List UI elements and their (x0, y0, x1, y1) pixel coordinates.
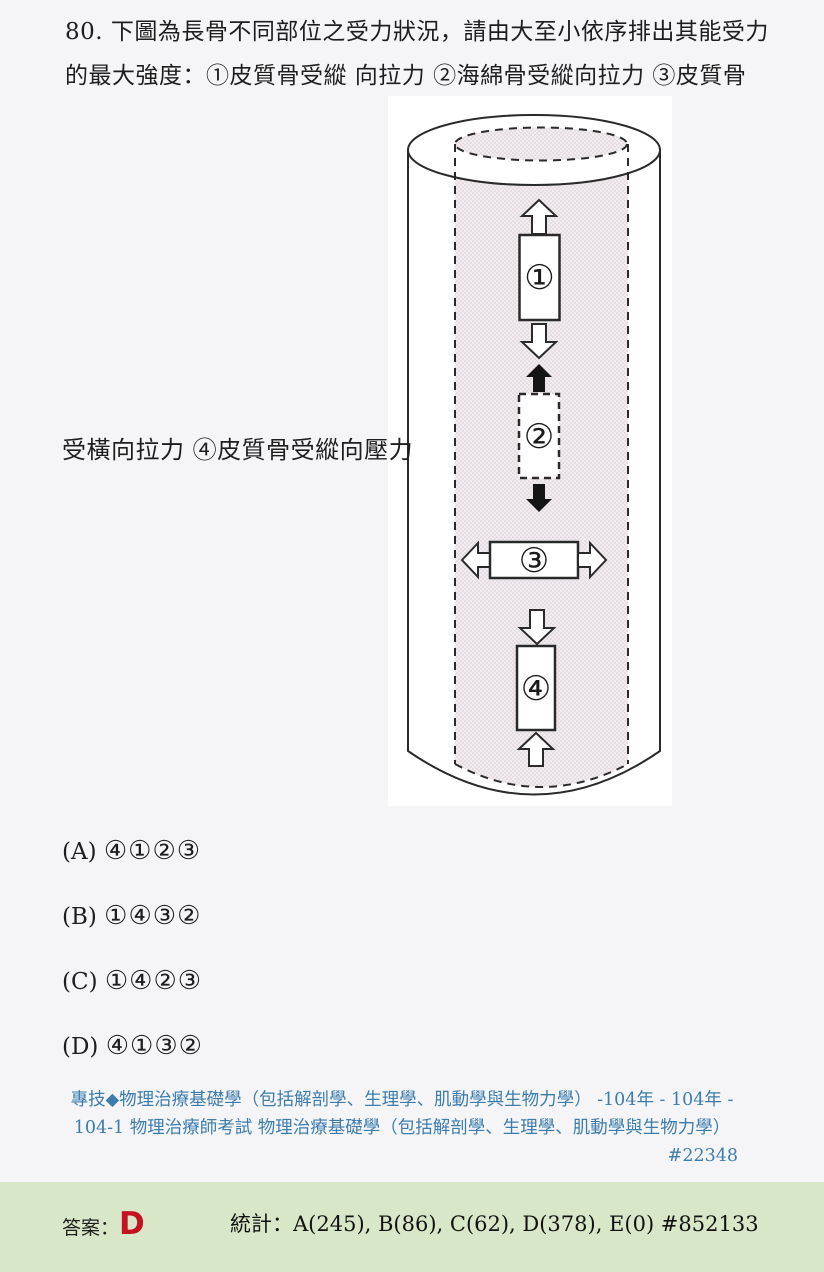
question-text-line1: 80. 下圖為長骨不同部位之受力狀況，請由大至小依序排出其能受力 (65, 19, 769, 45)
option-d-value: ④①③② (105, 1031, 203, 1061)
question-text-line2: 的最大強度：①皮質骨受縱 向拉力 ②海綿骨受縱向拉力 ③皮質骨 (65, 63, 747, 89)
option-a: (A) ④①②③ (62, 836, 201, 866)
force-site-3-label: ③ (519, 541, 549, 581)
force-site-1-box (518, 233, 561, 322)
bone-force-diagram: ① ② ③ ④ (388, 96, 672, 806)
option-b: (B) ①④③② (62, 901, 201, 931)
down-arrow-solid-icon (526, 484, 552, 512)
down-arrow-hollow-icon (517, 609, 557, 646)
option-a-key: (A) (62, 839, 104, 865)
option-a-value: ④①②③ (103, 836, 202, 866)
answer-line: 答案：D (62, 1206, 145, 1242)
option-b-value: ①④③② (104, 901, 202, 931)
citation-line1[interactable]: 專技◆物理治療基礎學（包括解剖學、生理學、肌動學與生物力學） -104年 - 1… (70, 1090, 734, 1110)
answer-label: 答案： (62, 1217, 120, 1239)
option-c-value: ①④②③ (104, 966, 203, 996)
bone-inner-dashed-ellipse (454, 126, 628, 162)
question-text-line3: 受橫向拉力 ④皮質骨受縱向壓力 (62, 436, 414, 464)
up-arrow-solid-icon (526, 364, 552, 392)
force-site-4-label: ④ (521, 669, 551, 709)
up-arrow-hollow-icon (516, 731, 556, 767)
bone-outer-outline (407, 150, 661, 796)
bone-diagram-svg: ① ② ③ ④ (407, 114, 661, 796)
force-site-3-box (488, 540, 580, 580)
option-c: (C) ①④②③ (62, 966, 202, 996)
down-arrow-hollow-icon (519, 323, 559, 360)
answer-statistics: 統計：A(245), B(86), C(62), D(378), E(0) #8… (230, 1212, 759, 1236)
force-site-1-label: ① (524, 258, 554, 298)
source-citation-link[interactable]: 專技◆物理治療基礎學（包括解剖學、生理學、肌動學與生物力學） -104年 - 1… (64, 1086, 740, 1170)
option-d: (D) ④①③② (62, 1031, 203, 1061)
answer-bar: 答案：D 統計：A(245), B(86), C(62), D(378), E(… (0, 1182, 824, 1272)
option-c-key: (C) (62, 969, 105, 995)
option-b-key: (B) (62, 904, 105, 930)
answer-value: D (119, 1206, 145, 1242)
force-site-2-box (517, 392, 561, 480)
force-site-2-label: ② (524, 417, 554, 457)
right-arrow-hollow-icon (577, 540, 608, 580)
force-site-4-box (515, 644, 557, 732)
option-d-key: (D) (62, 1034, 106, 1060)
question-ref-id[interactable]: #22348 (667, 1146, 738, 1166)
citation-line2[interactable]: 104-1 物理治療師考試 物理治療基礎學（包括解剖學、生理學、肌動學與生物力學… (73, 1118, 731, 1138)
bone-inner-dashed-bottom (454, 763, 629, 788)
